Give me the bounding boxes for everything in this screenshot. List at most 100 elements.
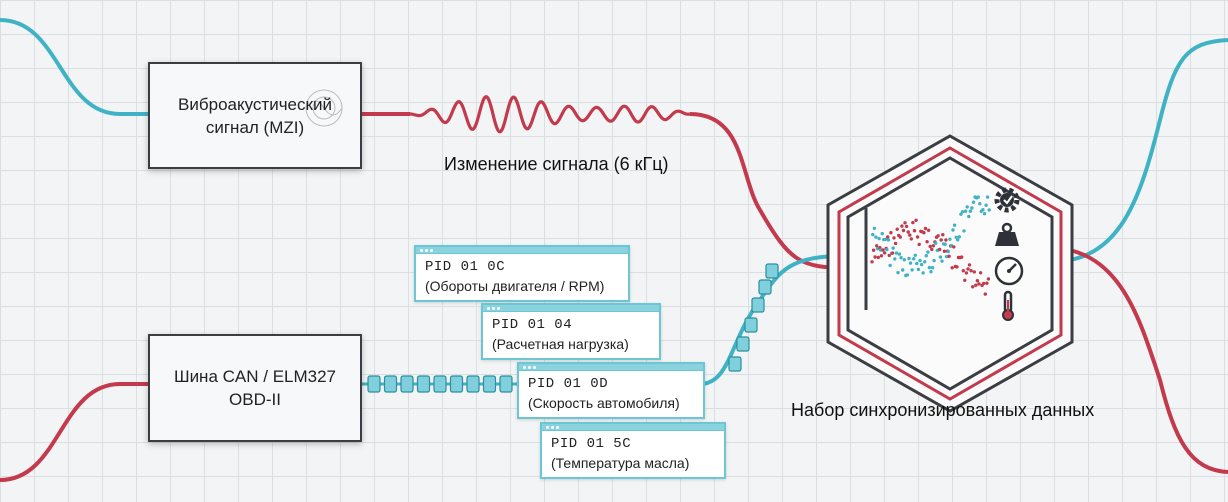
sensor-circle-icon <box>305 89 343 127</box>
vibro-box-line1: Виброакустический <box>178 94 332 114</box>
red-wire-right-out <box>1049 246 1228 474</box>
can-packet <box>400 375 414 393</box>
scatter-point <box>870 260 874 264</box>
scatter-point <box>893 241 898 246</box>
scatter-point <box>959 212 963 216</box>
scatter-point <box>906 230 910 234</box>
scatter-point <box>970 206 974 210</box>
scatter-point <box>885 247 889 252</box>
can-box-line1: Шина CAN / ELM327 <box>173 367 337 386</box>
scatter-point <box>923 260 927 264</box>
scatter-point <box>904 224 909 229</box>
pid-card-oil-temp: PID 01 5C (Температура масла) <box>540 422 726 479</box>
scatter-point <box>913 253 917 257</box>
can-box-line2: OBD-II <box>229 390 281 409</box>
scatter-point <box>917 242 921 247</box>
can-packet <box>466 375 480 393</box>
scatter-point <box>890 251 895 255</box>
scatter-point <box>950 266 954 270</box>
scatter-point <box>975 279 980 283</box>
scatter-point <box>985 281 989 285</box>
vibro-box-line2: сигнал (MZI) <box>205 117 305 137</box>
can-packet <box>765 263 779 279</box>
scatter-point <box>982 281 986 286</box>
scatter-point <box>969 269 973 273</box>
scatter-point <box>879 254 884 258</box>
sync-dataset-hub <box>826 134 1074 413</box>
scatter-point <box>938 255 943 259</box>
scatter-point <box>982 212 987 216</box>
scatter-point <box>874 235 878 239</box>
scatter-point <box>961 269 965 273</box>
scatter-point <box>900 224 904 228</box>
scatter-point <box>948 237 952 241</box>
scatter-point <box>898 235 902 239</box>
scatter-point <box>943 242 947 246</box>
scatter-point <box>903 221 907 225</box>
scatter-point <box>934 241 938 245</box>
scatter-point <box>872 226 877 230</box>
scatter-point <box>962 229 966 233</box>
scatter-point <box>967 214 971 219</box>
synchronized-dataset-caption: Набор синхронизированных данных <box>791 400 1095 420</box>
pid-card-load: PID 01 04 (Расчетная нагрузка) <box>481 303 661 360</box>
scatter-point <box>944 238 948 242</box>
scatter-point <box>983 292 987 296</box>
scatter-point <box>940 259 944 263</box>
scatter-point <box>929 270 933 274</box>
can-bus-data-chain-vertical <box>728 263 779 372</box>
scatter-point <box>938 247 942 252</box>
scatter-point <box>984 203 988 207</box>
can-packet <box>736 336 750 352</box>
scatter-point <box>882 251 887 255</box>
scatter-point <box>905 273 910 277</box>
pid-description: (Расчетная нагрузка) <box>492 336 629 352</box>
scatter-point <box>963 278 967 282</box>
scatter-point <box>886 238 891 242</box>
teal-wire-top-left <box>0 18 150 116</box>
scatter-point <box>977 282 981 286</box>
scatter-point <box>893 257 897 261</box>
scatter-point <box>972 270 976 274</box>
can-bus-source-box: Шина CAN / ELM327 OBD-II <box>148 334 362 442</box>
scatter-point <box>875 244 879 248</box>
can-packet <box>728 356 742 372</box>
scatter-point <box>951 228 955 232</box>
can-packet <box>482 375 497 393</box>
scatter-point <box>930 266 935 270</box>
scatter-point <box>897 252 902 256</box>
scatter-point <box>889 231 893 235</box>
scatter-point <box>954 235 958 239</box>
scatter-point <box>960 255 964 259</box>
scatter-point <box>911 220 915 225</box>
scatter-point <box>892 236 896 240</box>
scatter-point <box>927 265 932 270</box>
scatter-point <box>916 267 921 272</box>
gauge-icon <box>994 256 1024 286</box>
scatter-point <box>928 244 932 249</box>
scatter-point <box>907 256 911 261</box>
scatter-point <box>931 244 936 248</box>
scatter-point <box>880 231 884 236</box>
scatter-point <box>912 229 917 233</box>
can-packet <box>449 375 464 393</box>
scatter-point <box>915 235 920 239</box>
scatter-point <box>901 268 905 272</box>
can-packet <box>383 375 398 393</box>
pid-description: (Скорость автомобиля) <box>528 395 680 411</box>
scatter-point <box>978 202 982 206</box>
scatter-point <box>974 283 978 287</box>
can-packet <box>744 317 758 333</box>
vibroacoustic-source-box: Виброакустический сигнал (MZI) <box>148 62 362 169</box>
scatter-point <box>947 254 951 258</box>
scatter-point <box>918 258 922 263</box>
scatter-point <box>912 257 916 261</box>
scatter-point <box>968 209 972 213</box>
gear-check-icon <box>994 187 1020 213</box>
scatter-point <box>976 195 980 199</box>
scatter-point <box>922 231 926 235</box>
weight-icon <box>995 222 1019 246</box>
scatter-point <box>910 268 914 272</box>
scatter-point <box>981 208 985 212</box>
pid-code: PID 01 04 <box>492 317 573 333</box>
